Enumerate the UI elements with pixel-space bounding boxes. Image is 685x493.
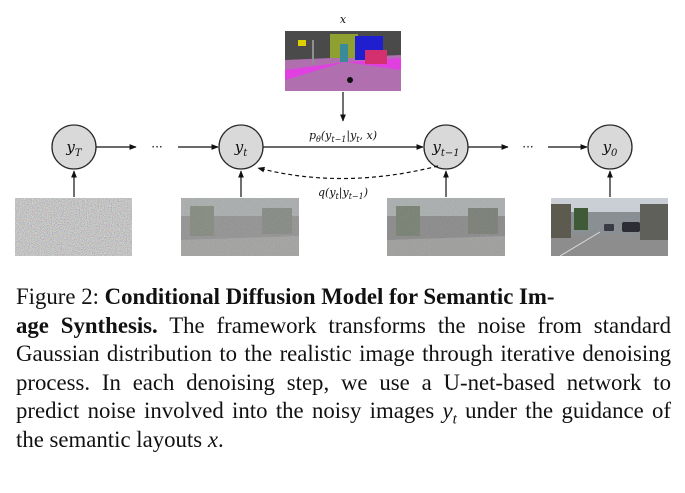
caption-prefix: Figure 2:	[16, 284, 105, 309]
svg-text:yt−1: yt−1	[431, 138, 459, 159]
clean-image-y0	[551, 198, 668, 257]
caption-body-2: under the guidance of the semantic layou…	[16, 398, 672, 452]
noisy-image-yt-minus-1	[387, 198, 505, 256]
caption-math-yt: yt	[442, 398, 457, 428]
caption-math-x: x	[207, 426, 218, 452]
caption-body-3: .	[217, 426, 224, 452]
caption-body-1: The framework transforms the noise from …	[16, 312, 671, 424]
semantic-layout-image	[285, 31, 401, 91]
node-y-t: yt	[218, 124, 264, 170]
ellipsis-left: ···	[151, 140, 162, 154]
svg-text:yT: yT	[65, 138, 82, 159]
diffusion-diagram: x yT yt yt−1 y0	[15, 13, 668, 257]
svg-text:yt: yt	[234, 138, 248, 159]
caption-title-line1: Conditional Diffusion Model for Semantic…	[104, 284, 555, 309]
node-y-T: yT	[51, 124, 97, 170]
figure-caption: Figure 2: Conditional Diffusion Model fo…	[16, 283, 671, 455]
node-y-t-minus-1: yt−1	[423, 124, 469, 170]
forward-process-arrow	[257, 165, 439, 180]
svg-text:y0: y0	[602, 138, 618, 159]
caption-title-line2: age Synthesis.	[16, 312, 158, 338]
semantic-layout-label: x	[340, 13, 347, 26]
reverse-process-label: pθ(yt−1|yt, x)	[309, 129, 377, 144]
ellipsis-right: ···	[522, 140, 533, 154]
noisy-image-yt	[181, 198, 299, 256]
pure-noise-image	[15, 198, 132, 256]
forward-process-label: q(yt|yt−1)	[318, 186, 368, 201]
node-y-0: y0	[587, 124, 633, 170]
